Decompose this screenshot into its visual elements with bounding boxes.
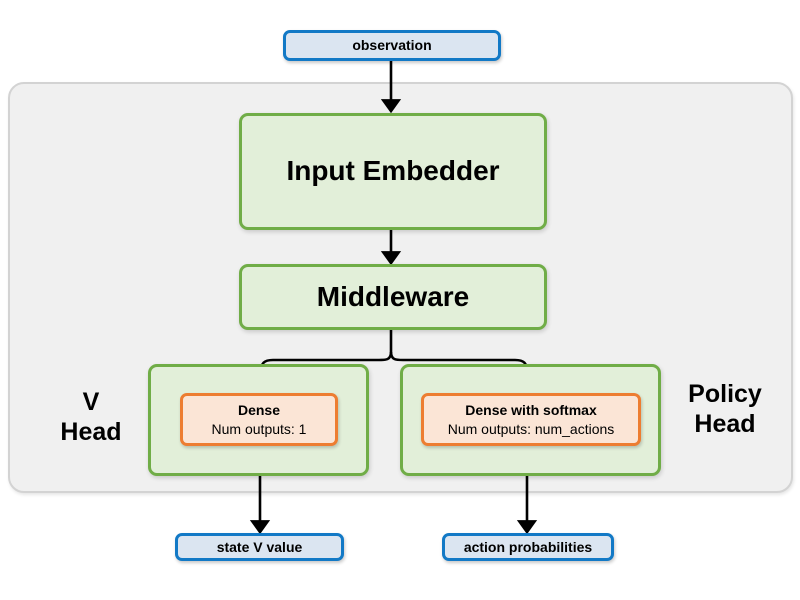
module-input-embedder-label: Input Embedder (286, 155, 500, 187)
dense-v-head-title: Dense (237, 402, 281, 419)
label-policy-head-line2: Head (694, 409, 756, 438)
io-box-state-v-value[interactable]: state V value (175, 533, 344, 561)
dense-v-head-subtitle: Num outputs: 1 (211, 420, 307, 437)
module-middleware[interactable]: Middleware (239, 264, 547, 330)
group-policy-head[interactable]: Dense with softmax Num outputs: num_acti… (400, 364, 661, 476)
label-v-head-line1: V (82, 388, 100, 416)
module-middleware-label: Middleware (316, 280, 470, 312)
label-v-head: V Head (36, 388, 146, 447)
io-box-action-probabilities-label: action probabilities (463, 538, 593, 555)
io-box-observation[interactable]: observation (283, 30, 501, 61)
io-box-action-probabilities[interactable]: action probabilities (442, 533, 614, 561)
module-input-embedder[interactable]: Input Embedder (239, 113, 547, 230)
dense-policy-head-title: Dense with softmax (465, 402, 597, 419)
label-v-head-line2: Head (60, 417, 122, 446)
io-box-observation-label: observation (352, 37, 432, 54)
dense-policy-head-subtitle: Num outputs: num_actions (447, 420, 615, 437)
io-box-state-v-value-label: state V value (216, 538, 303, 555)
dense-v-head[interactable]: Dense Num outputs: 1 (180, 393, 338, 446)
dense-policy-head[interactable]: Dense with softmax Num outputs: num_acti… (421, 393, 641, 446)
label-policy-head-line1: Policy (688, 380, 762, 408)
label-policy-head: Policy Head (661, 380, 789, 439)
group-v-head[interactable]: Dense Num outputs: 1 (148, 364, 369, 476)
